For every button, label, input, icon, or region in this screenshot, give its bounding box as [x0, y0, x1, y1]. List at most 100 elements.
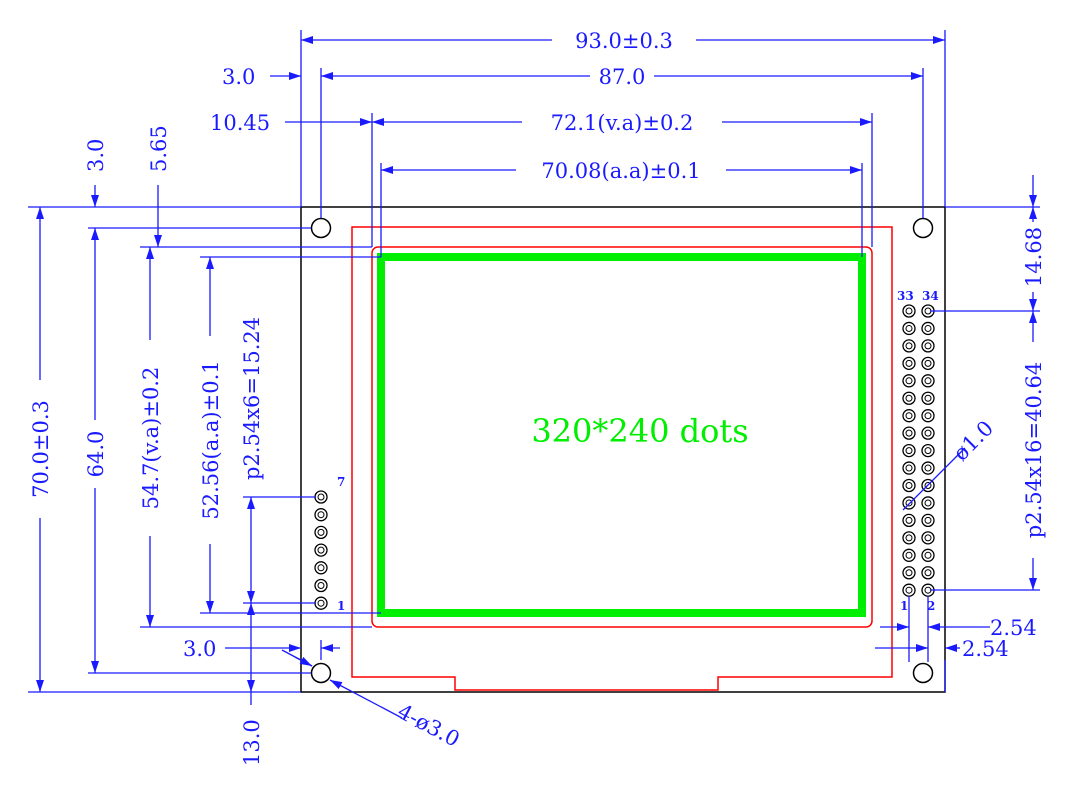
- pin: [314, 578, 328, 593]
- dim-aa-width: 70.08(a.a)±0.1: [541, 159, 700, 183]
- pin-label: 34: [922, 289, 939, 303]
- pin: [921, 321, 935, 336]
- viewing-area-outline: [371, 246, 873, 628]
- pin-hole: [905, 464, 913, 472]
- pin-hole: [905, 342, 913, 350]
- pin-label: 1: [337, 599, 345, 613]
- pin-label: 1: [900, 599, 908, 613]
- pin-label: 7: [337, 475, 345, 489]
- pin-hole: [924, 429, 932, 437]
- dim-total-height: 70.0±0.3: [29, 400, 53, 498]
- pin-hole: [317, 511, 325, 519]
- pin: [921, 443, 935, 458]
- pin-hole: [905, 551, 913, 559]
- pin-hole: [905, 359, 913, 367]
- mount-hole-bl: [310, 662, 332, 684]
- pin: [921, 356, 935, 371]
- pin-hole: [905, 516, 913, 524]
- pin-hole: [905, 499, 913, 507]
- dim-hole-offset-x: 3.0: [222, 65, 255, 89]
- pin-hole: [924, 412, 932, 420]
- pin: [921, 426, 935, 440]
- dim-pin-diameter: ø1.0: [949, 416, 999, 466]
- mount-hole-tl: [310, 217, 332, 239]
- pin-hole: [924, 534, 932, 542]
- pin-hole: [905, 586, 913, 594]
- pin: [902, 304, 916, 318]
- mount-holes: [310, 217, 934, 684]
- pin-hole: [317, 546, 325, 554]
- pin: [902, 321, 916, 336]
- pin: [902, 583, 916, 597]
- dim-hole-pitch-y: 64.0: [84, 431, 108, 478]
- pin-label: 33: [897, 289, 914, 303]
- pin: [902, 356, 916, 371]
- pin-hole: [924, 516, 932, 524]
- dim-va-width: 72.1(v.a)±0.2: [551, 111, 694, 135]
- pin: [921, 513, 935, 528]
- right-pin-header: [902, 304, 935, 597]
- pin: [921, 478, 935, 493]
- pin: [921, 339, 935, 353]
- pin-hole: [924, 324, 932, 332]
- bezel-outline: [351, 226, 893, 691]
- pin-hole: [317, 599, 325, 607]
- pin: [314, 543, 328, 557]
- pin: [921, 531, 935, 545]
- pin: [314, 561, 328, 575]
- pin: [314, 508, 328, 522]
- pin-hole: [317, 564, 325, 572]
- pin: [314, 525, 328, 540]
- pin-hole: [905, 534, 913, 542]
- pin-label: 2: [927, 599, 935, 613]
- mount-hole-tr: [912, 217, 934, 239]
- pin-hole: [924, 359, 932, 367]
- pin-hole: [317, 582, 325, 589]
- dim-pin-pitch-b: 2.54: [962, 637, 1009, 661]
- dim-hole-pitch-x: 87.0: [599, 65, 646, 89]
- dim-va-offset-y: 5.65: [147, 125, 171, 172]
- pin: [902, 461, 916, 475]
- pin: [902, 426, 916, 440]
- pin: [902, 409, 916, 423]
- pin-hole: [905, 429, 913, 437]
- pin: [921, 548, 935, 562]
- pin-hole: [905, 569, 913, 577]
- pin: [902, 513, 916, 528]
- pin-hole: [924, 394, 932, 402]
- pin: [921, 409, 935, 423]
- pin-hole: [924, 499, 932, 507]
- pin-hole: [924, 342, 932, 350]
- dim-left-pin-span: p2.54x6=15.24: [240, 317, 264, 480]
- pin-hole: [924, 482, 932, 489]
- pin-hole: [905, 377, 913, 385]
- board-outline: [300, 206, 946, 693]
- resolution-label: 320*240 dots: [531, 412, 748, 450]
- pin-hole: [905, 482, 913, 489]
- dim-pin-pitch-a: 2.54: [990, 616, 1037, 640]
- dim-aa-height: 52.56(a.a)±0.1: [199, 360, 223, 519]
- dim-total-width: 93.0±0.3: [575, 29, 673, 53]
- pin: [921, 461, 935, 475]
- pin: [921, 391, 935, 405]
- dim-hole-offset-y: 3.0: [84, 139, 108, 172]
- pin-hole: [924, 447, 932, 455]
- pin-hole: [924, 377, 932, 385]
- pin-hole: [905, 447, 913, 455]
- pin-hole: [317, 493, 325, 501]
- pin: [921, 374, 935, 388]
- left-pin-header: [314, 490, 328, 610]
- dim-right-pin-span: p2.54x16=40.64: [1022, 362, 1046, 538]
- dim-va-height: 54.7(v.a)±0.2: [139, 367, 163, 510]
- pin: [921, 566, 935, 580]
- pin-hole: [905, 307, 913, 315]
- pin-hole: [317, 528, 325, 536]
- active-area: [377, 253, 866, 617]
- pin: [314, 596, 328, 610]
- dim-left-pin-offset-x: 3.0: [183, 637, 216, 661]
- pin-hole: [924, 464, 932, 472]
- pin: [902, 496, 916, 510]
- pin: [314, 490, 328, 504]
- pin-hole: [905, 412, 913, 420]
